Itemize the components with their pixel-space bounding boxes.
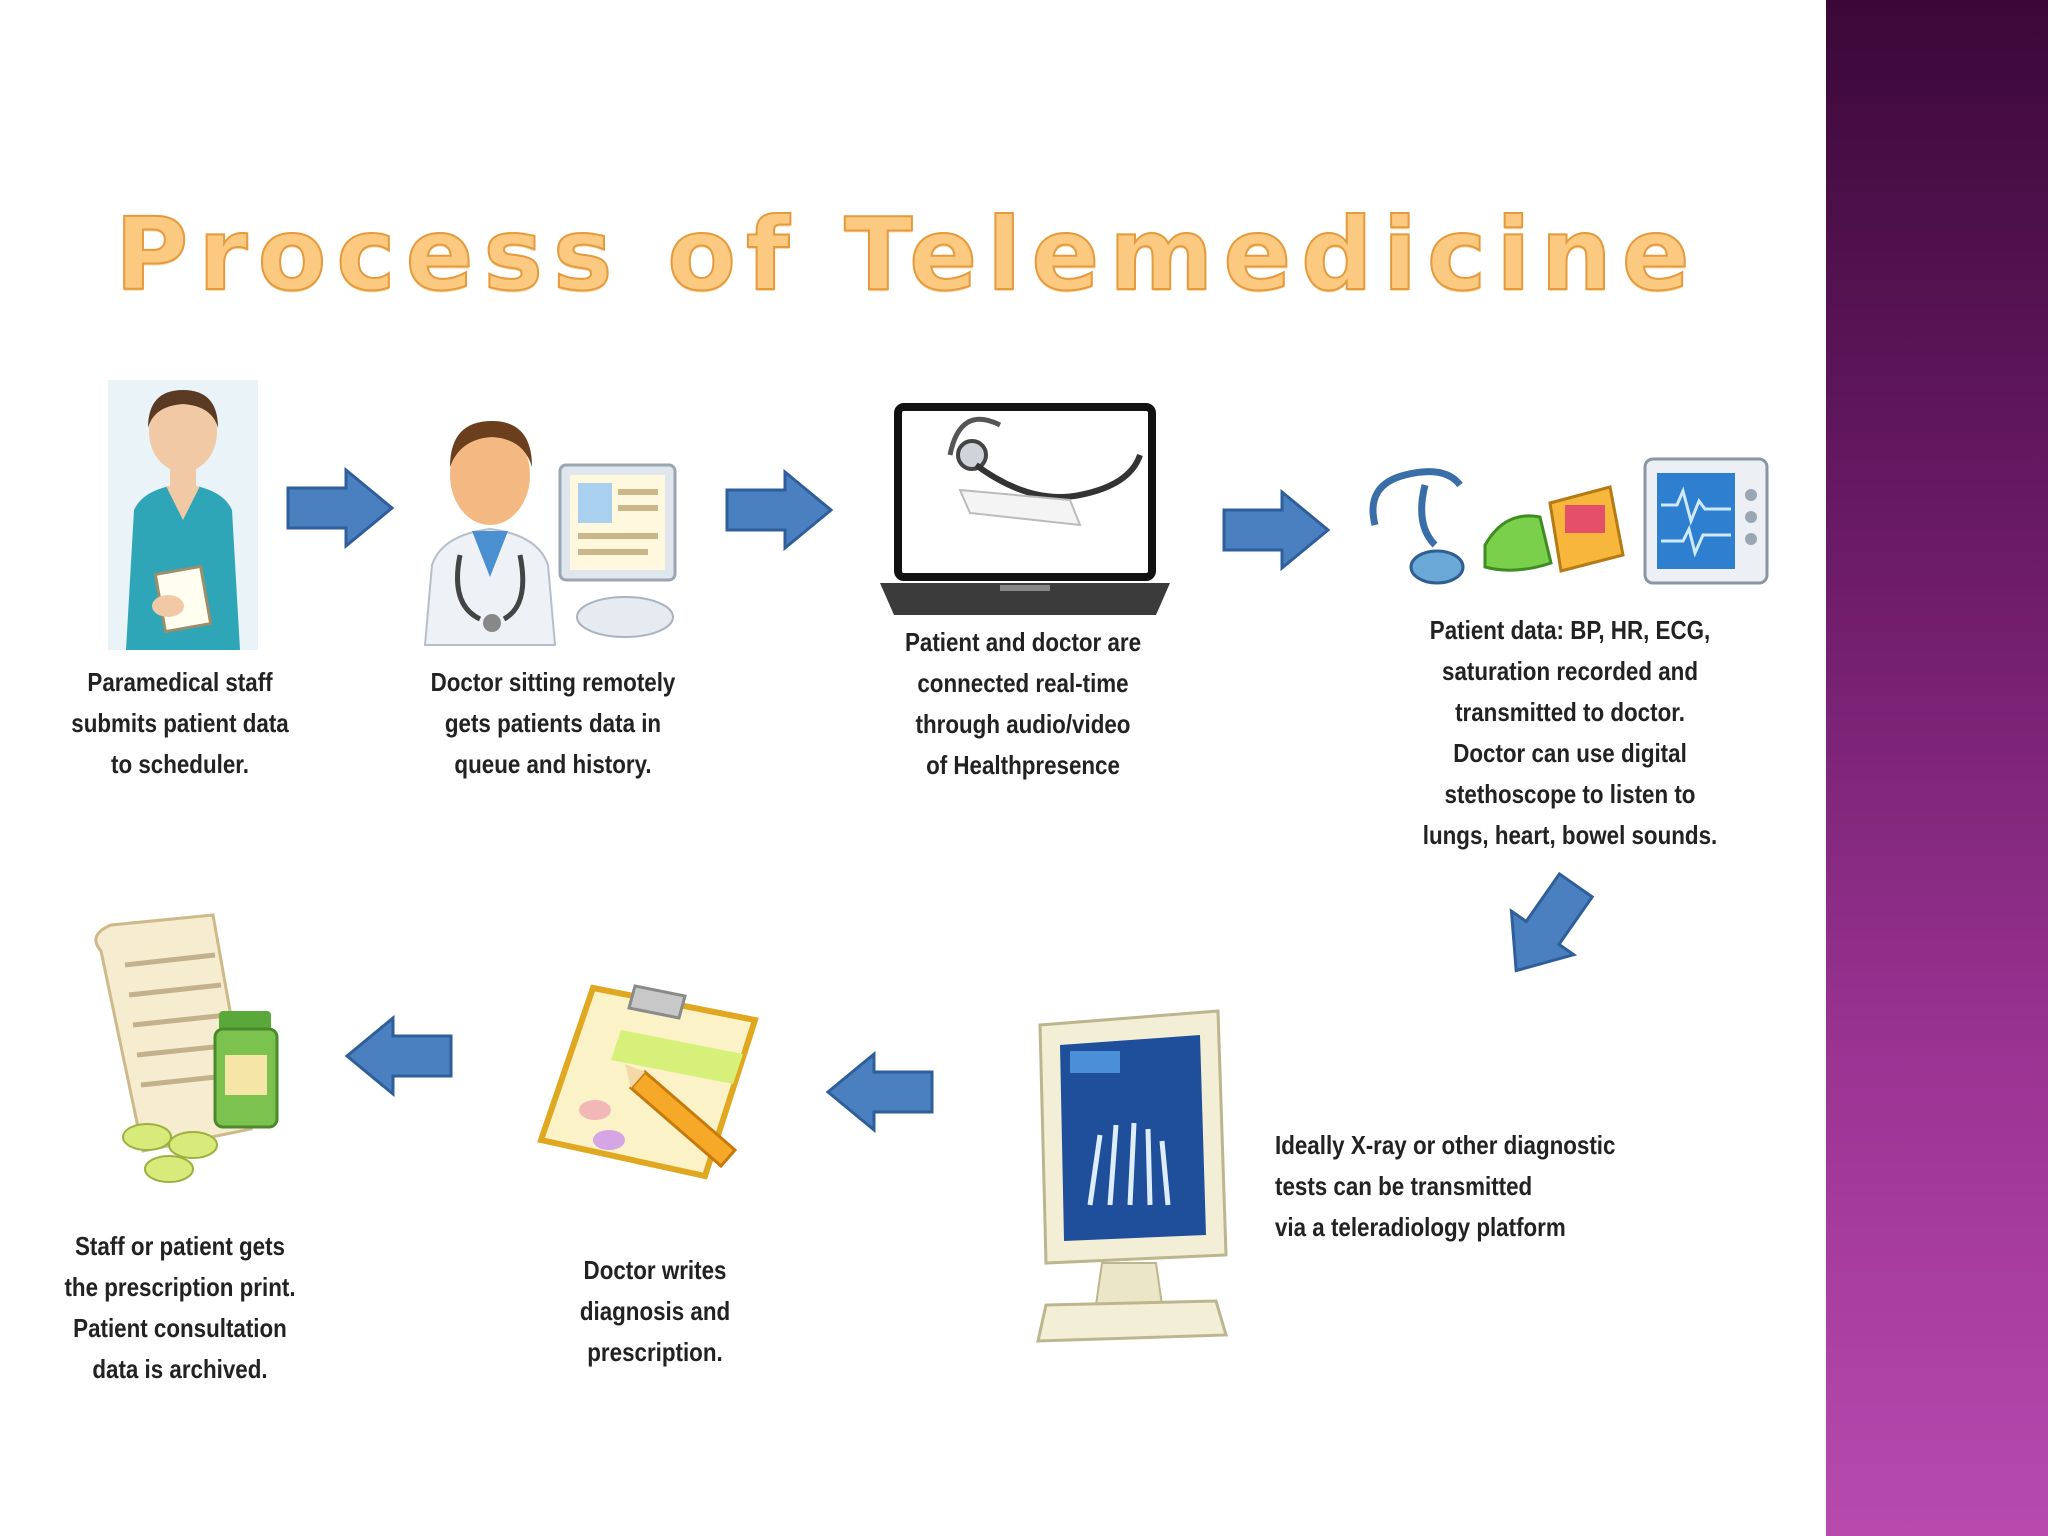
arrow-step5-to-step6 xyxy=(825,1050,934,1134)
prescription-scroll-icon xyxy=(94,913,279,1183)
laptop-stethoscope-icon xyxy=(880,403,1170,615)
doctor-computer-icon xyxy=(423,421,677,646)
slide-title: Process of Telemedicine xyxy=(114,196,1700,313)
step6-caption: Doctor writes diagnosis and prescription… xyxy=(579,1255,731,1367)
decorative-sidebar xyxy=(1826,0,2048,1536)
arrow-step6-to-step7 xyxy=(344,1014,453,1098)
arrow-step1-to-step2 xyxy=(286,466,395,550)
step1-caption: Paramedical staff submits patient data t… xyxy=(71,667,289,779)
medical-devices-icon xyxy=(1369,457,1769,585)
step3-caption: Patient and doctor are connected real-ti… xyxy=(904,627,1142,780)
xray-monitor-icon xyxy=(1036,1009,1228,1343)
arrow-step3-to-step4 xyxy=(1222,488,1331,572)
step7-caption: Staff or patient gets the prescription p… xyxy=(64,1231,296,1384)
paramedic-icon xyxy=(108,380,258,650)
arrow-step2-to-step3 xyxy=(725,468,834,552)
clipboard-prescription-icon xyxy=(537,984,759,1180)
arrow-step4-to-step5 xyxy=(1509,871,1595,973)
step4-caption: Patient data: BP, HR, ECG, saturation re… xyxy=(1422,615,1718,850)
step2-caption: Doctor sitting remotely gets patients da… xyxy=(430,667,676,779)
step5-caption: Ideally X-ray or other diagnostic tests … xyxy=(1275,1130,1616,1242)
